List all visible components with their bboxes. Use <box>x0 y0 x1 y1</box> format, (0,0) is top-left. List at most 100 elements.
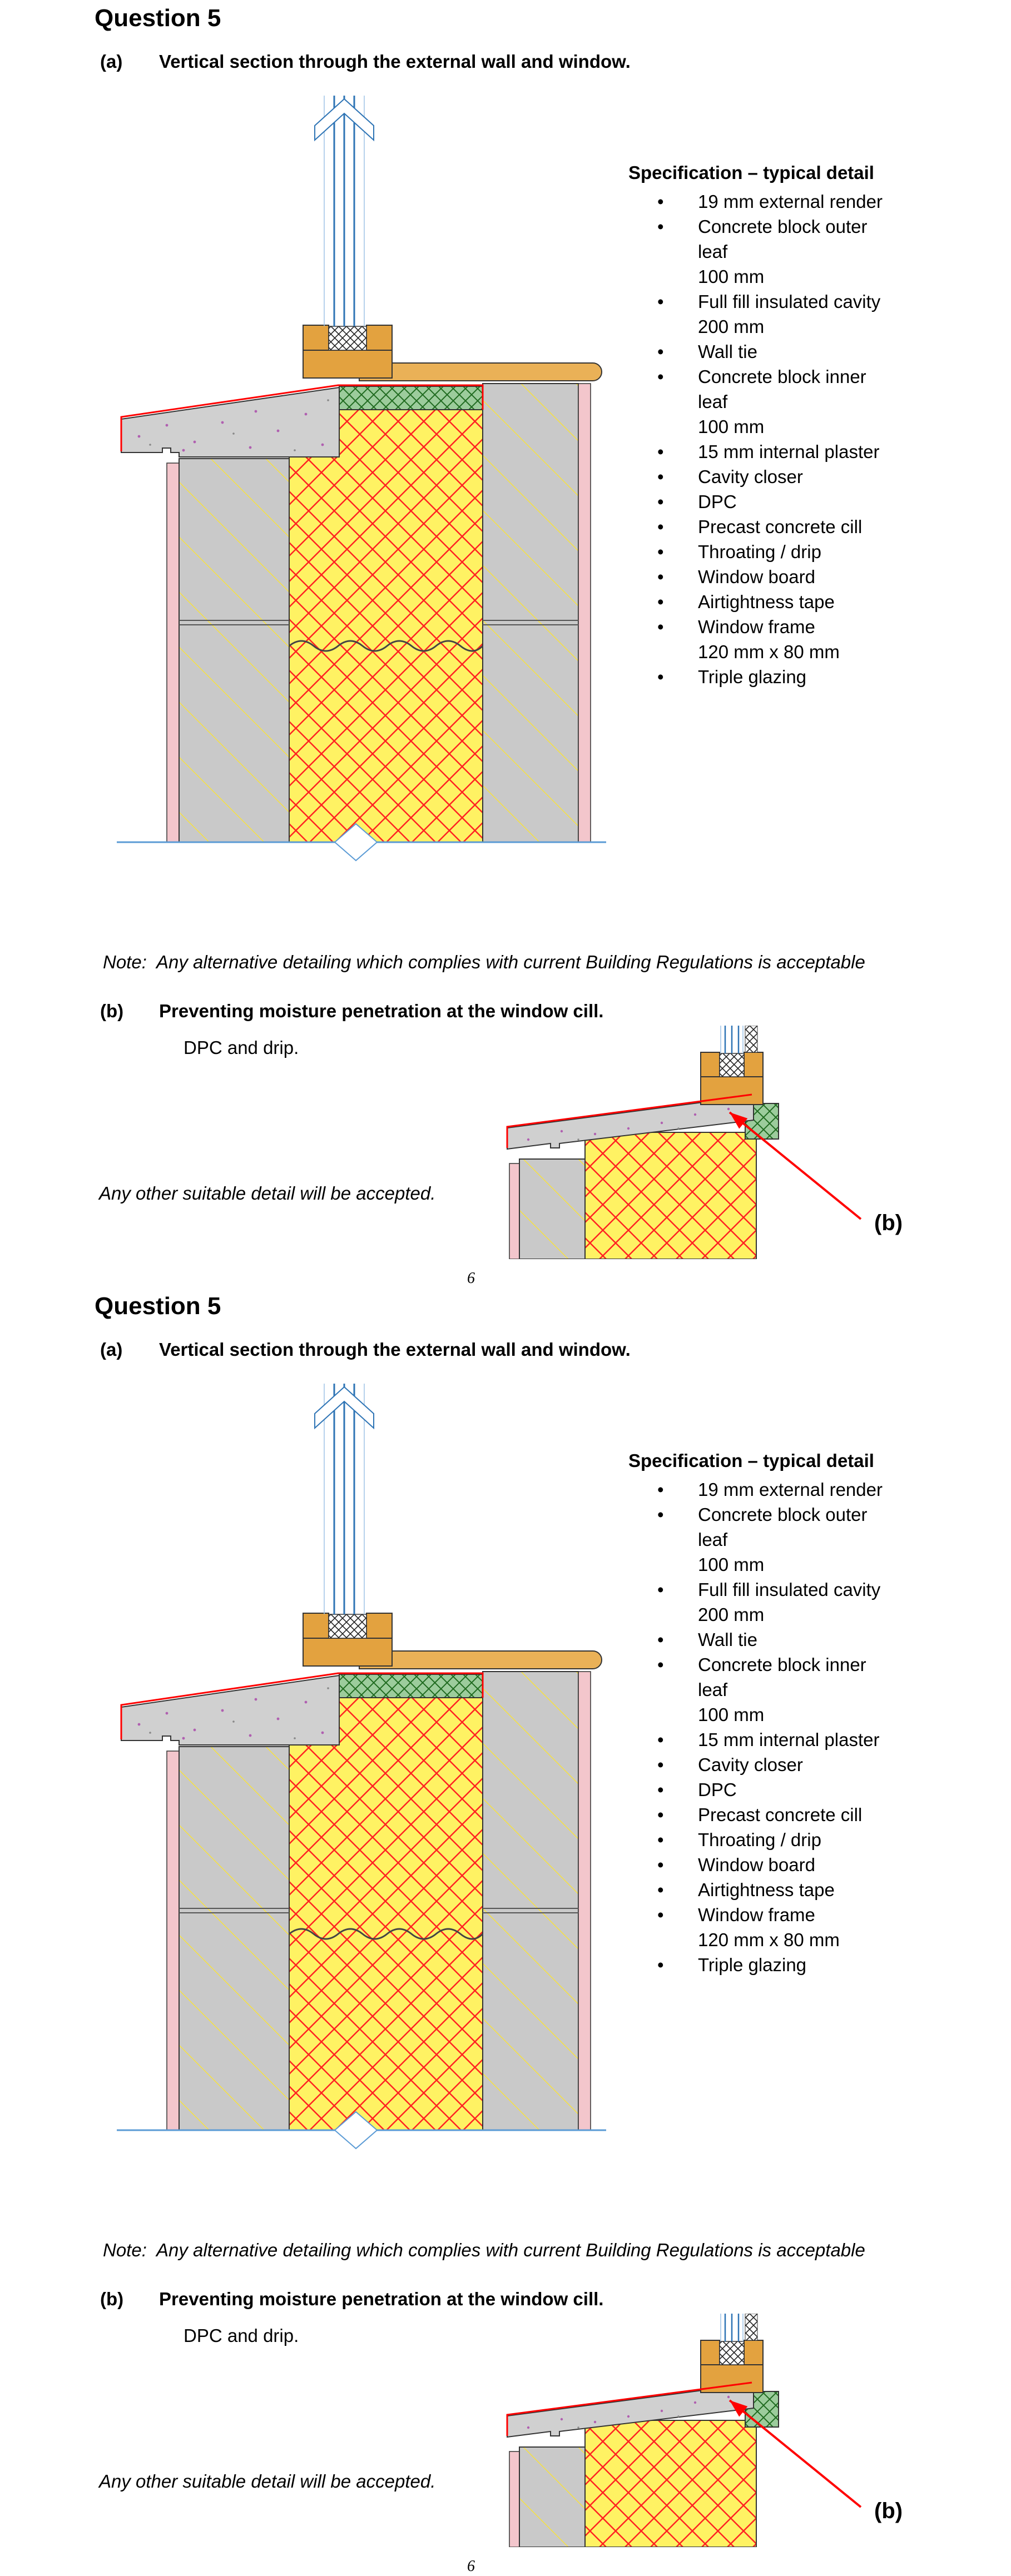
detail-insulated-cavity <box>584 1132 757 1259</box>
triple-glazing <box>314 1384 374 1614</box>
cill-detail-drawing <box>506 1026 862 1259</box>
internal-plaster-strip <box>578 1671 591 2131</box>
spec-item: Triple glazing <box>628 1952 895 1977</box>
detail-outer-leaf <box>519 2446 586 2547</box>
detail-dpc-line <box>506 2381 752 2436</box>
part-b-title: Preventing moisture penetration at the w… <box>159 2289 604 2309</box>
accept-note: Any other suitable detail will be accept… <box>99 2471 436 2492</box>
specification-title: Specification – typical detail <box>628 162 874 183</box>
glazing-break-symbol <box>314 98 374 142</box>
detail-cill-stipple <box>527 1107 730 1141</box>
spec-item: Cavity closer <box>628 1752 895 1777</box>
concrete-block-inner-leaf <box>482 383 579 843</box>
window-frame <box>303 325 393 379</box>
specification-list: 19 mm external render Concrete block out… <box>628 189 895 689</box>
section-break-symbol <box>334 2111 378 2150</box>
detail-outer-leaf <box>519 1158 586 1259</box>
spec-item: Concrete block inner leaf 100 mm <box>628 364 895 439</box>
detail-airtightness-tape <box>719 2341 745 2365</box>
full-fill-insulated-cavity <box>289 409 483 843</box>
detail-triple-glazing <box>720 1026 758 1053</box>
pointer-arrow <box>728 1111 862 1220</box>
spec-item: Airtightness tape <box>628 589 895 614</box>
spec-item: Airtightness tape <box>628 1877 895 1902</box>
document-page: Question 5 (a) Vertical section through … <box>0 1288 1011 2576</box>
dpc-line <box>120 384 484 451</box>
window-frame <box>303 1613 393 1667</box>
detail-dpc-line <box>506 1093 752 1148</box>
wall-tie <box>289 640 484 652</box>
detail-render-strip <box>509 2451 520 2547</box>
concrete-block-outer-leaf <box>179 458 290 843</box>
wall-tie <box>289 1928 484 1940</box>
full-fill-insulated-cavity <box>289 1697 483 2131</box>
precast-concrete-cill <box>121 1674 340 1745</box>
spec-item: Wall tie <box>628 1627 895 1652</box>
document-page: Question 5 (a) Vertical section through … <box>0 0 1011 1288</box>
dpc-line <box>120 1672 484 1739</box>
specification-panel: Specification – typical detail 19 mm ext… <box>628 162 895 689</box>
cavity-closer <box>339 386 483 410</box>
spec-item: 15 mm internal plaster <box>628 1727 895 1752</box>
question-heading: Question 5 <box>95 4 221 32</box>
external-render-strip <box>166 1751 180 2131</box>
part-a-label: (a) <box>100 1339 123 1360</box>
part-b-subtitle: DPC and drip. <box>184 2325 299 2346</box>
note-text: Note: Any alternative detailing which co… <box>103 2240 865 2260</box>
wall-section-drawing <box>117 96 606 862</box>
spec-item: Wall tie <box>628 339 895 364</box>
cill-stipple <box>137 399 329 452</box>
spec-item: Cavity closer <box>628 464 895 489</box>
spec-item: 19 mm external render <box>628 1477 895 1502</box>
window-board <box>359 1650 602 1669</box>
airtightness-tape <box>328 326 367 351</box>
part-b-label: (b) <box>100 1001 124 1021</box>
spec-item: 19 mm external render <box>628 189 895 214</box>
pointer-arrow <box>728 2399 862 2508</box>
spec-item: DPC <box>628 1777 895 1802</box>
internal-plaster-strip <box>578 383 591 843</box>
note-text: Note: Any alternative detailing which co… <box>103 952 865 972</box>
detail-callout-label: (b) <box>874 1211 903 1235</box>
page-number: 6 <box>467 1270 475 1287</box>
spec-item: Precast concrete cill <box>628 1802 895 1827</box>
question-heading: Question 5 <box>95 1292 221 1320</box>
part-a-title: Vertical section through the external wa… <box>159 1339 631 1360</box>
triple-glazing <box>314 96 374 326</box>
detail-insulated-cavity <box>584 2420 757 2547</box>
part-a-title: Vertical section through the external wa… <box>159 51 631 72</box>
detail-window-frame <box>700 1052 764 1105</box>
specification-title: Specification – typical detail <box>628 1450 874 1471</box>
spec-item: Throating / drip <box>628 1827 895 1852</box>
mortar-joints <box>179 1908 578 1913</box>
spec-item: Concrete block outer leaf 100 mm <box>628 1502 895 1577</box>
part-b-subtitle: DPC and drip. <box>184 1037 299 1058</box>
concrete-block-inner-leaf <box>482 1671 579 2131</box>
spec-item: 15 mm internal plaster <box>628 439 895 464</box>
spec-item: Window frame 120 mm x 80 mm <box>628 614 895 664</box>
spec-item: Triple glazing <box>628 664 895 689</box>
airtightness-tape <box>328 1614 367 1639</box>
external-render-strip <box>166 463 180 843</box>
glazing-break-symbol <box>314 1386 374 1430</box>
specification-panel: Specification – typical detail 19 mm ext… <box>628 1450 895 1977</box>
detail-cill-stipple <box>527 2395 730 2429</box>
cavity-closer <box>339 1674 483 1698</box>
accept-note: Any other suitable detail will be accept… <box>99 1183 436 1204</box>
concrete-block-outer-leaf <box>179 1746 290 2131</box>
detail-callout-label: (b) <box>874 2499 903 2523</box>
specification-list: 19 mm external render Concrete block out… <box>628 1477 895 1977</box>
part-b-label: (b) <box>100 2289 124 2309</box>
detail-triple-glazing <box>720 2314 758 2341</box>
spec-item: Window frame 120 mm x 80 mm <box>628 1902 895 1952</box>
part-b-title: Preventing moisture penetration at the w… <box>159 1001 604 1021</box>
spec-item: Precast concrete cill <box>628 514 895 539</box>
spec-item: Full fill insulated cavity 200 mm <box>628 289 895 339</box>
spec-item: Concrete block inner leaf 100 mm <box>628 1652 895 1727</box>
detail-airtightness-tape <box>719 1053 745 1077</box>
window-board <box>359 362 602 381</box>
spec-item: Window board <box>628 564 895 589</box>
spec-item: Window board <box>628 1852 895 1877</box>
page-number: 6 <box>467 2558 475 2575</box>
cill-stipple <box>137 1687 329 1740</box>
